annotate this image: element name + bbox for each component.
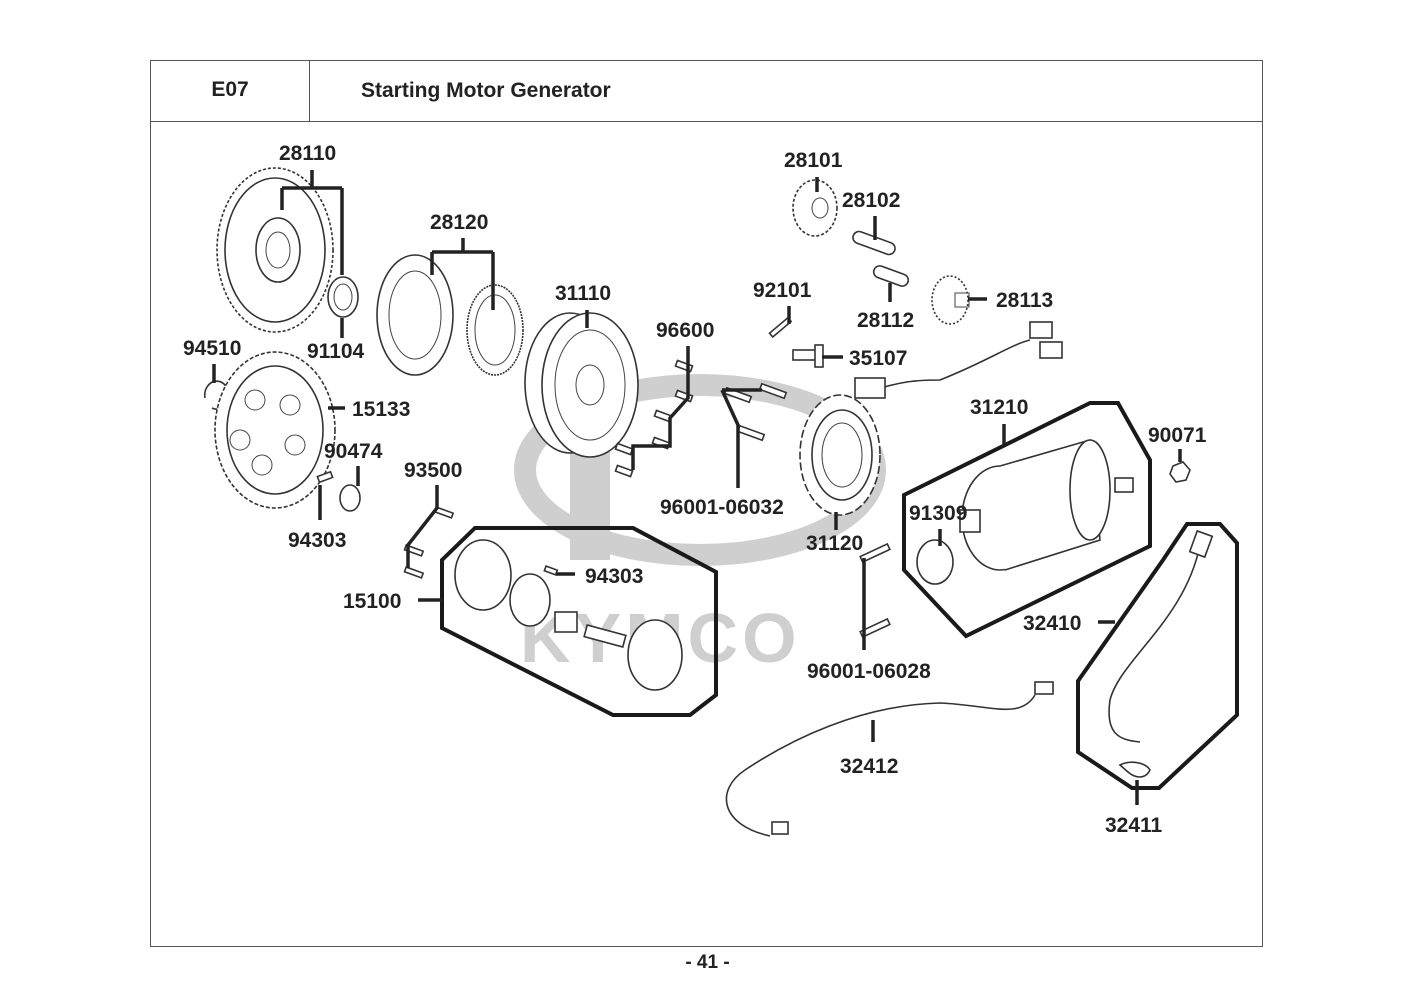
part-28120-one-way-clutch[interactable] — [376, 254, 524, 376]
label-28102: 28102 — [842, 189, 900, 212]
leader-96001-06032 — [720, 388, 762, 488]
part-94303-pin[interactable] — [316, 470, 334, 484]
label-96001-06032: 96001-06032 — [660, 496, 784, 519]
leader-28110 — [280, 170, 344, 275]
part-96001-06028-bolts[interactable] — [859, 542, 891, 639]
part-94303-pump-pin[interactable] — [543, 565, 559, 576]
label-94303: 94303 — [288, 529, 346, 552]
group-15100-oil-pump — [440, 526, 718, 717]
part-28101-reduction-gear[interactable] — [792, 179, 838, 237]
label-28113: 28113 — [996, 289, 1053, 312]
label-31110: 31110 — [555, 282, 611, 305]
label-92101: 92101 — [753, 279, 812, 302]
page-title: Starting Motor Generator — [361, 79, 611, 102]
label-31210: 31210 — [970, 396, 1028, 419]
label-96001-06028: 96001-06028 — [807, 660, 931, 683]
page-number: - 41 - — [685, 952, 730, 973]
label-94510: 94510 — [183, 337, 241, 360]
label-15100: 15100 — [343, 590, 401, 613]
group-32410-battery-cable — [1076, 522, 1239, 790]
part-91309-o-ring[interactable] — [916, 539, 954, 585]
label-32411: 32411 — [1105, 814, 1163, 837]
leader-96600 — [631, 346, 690, 470]
leader-28120 — [430, 238, 495, 310]
label-31120: 31120 — [806, 532, 863, 555]
label-28120: 28120 — [430, 211, 488, 234]
header-divider — [150, 121, 1263, 122]
part-31120-stator[interactable] — [799, 321, 1063, 516]
part-28110-starter-driven-gear[interactable] — [216, 167, 334, 333]
part-32412-ground-cable[interactable] — [725, 681, 1054, 837]
label-32410: 32410 — [1023, 612, 1081, 635]
part-90071-nut[interactable] — [1169, 461, 1191, 483]
label-93500: 93500 — [404, 459, 462, 482]
part-32411-terminal-cover[interactable] — [1118, 761, 1151, 778]
part-31210-starting-motor[interactable] — [959, 438, 1134, 571]
label-15133: 15133 — [352, 398, 410, 421]
part-15100-oil-pump-assy[interactable] — [454, 539, 683, 691]
part-28113-idle-gear[interactable] — [931, 275, 970, 325]
label-35107: 35107 — [849, 347, 907, 370]
label-91104: 91104 — [307, 340, 365, 363]
label-28101: 28101 — [784, 149, 843, 172]
label-91309: 91309 — [909, 502, 967, 525]
label-32412: 32412 — [840, 755, 898, 778]
section-code: E07 — [211, 78, 249, 101]
section-code-cell — [150, 60, 310, 122]
part-91104-needle-bearing[interactable] — [327, 276, 359, 318]
label-90071: 90071 — [1148, 424, 1207, 447]
leader-93500 — [406, 485, 439, 568]
part-28112-shaft[interactable] — [872, 264, 910, 288]
part-32410-starter-cable[interactable] — [1108, 529, 1214, 743]
label-28112: 28112 — [857, 309, 914, 332]
diagram-frame — [150, 60, 1263, 947]
part-90474-washer[interactable] — [339, 484, 361, 512]
label-94303-pump: 94303 — [585, 565, 643, 588]
part-31110-flywheel[interactable] — [524, 312, 639, 458]
part-35107-pulser-coil[interactable] — [792, 344, 824, 368]
group-31210-starting-motor — [902, 401, 1152, 639]
part-15133-drive-gear[interactable] — [214, 351, 336, 509]
label-96600: 96600 — [656, 319, 714, 342]
label-90474: 90474 — [324, 440, 383, 463]
label-28110: 28110 — [279, 142, 336, 165]
